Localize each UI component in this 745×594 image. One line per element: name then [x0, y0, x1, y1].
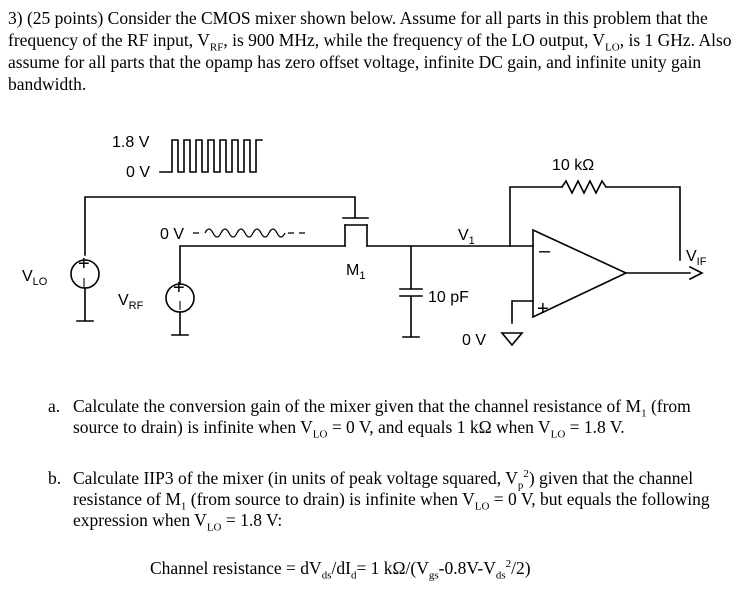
- lo-plus-sign: +: [78, 253, 90, 275]
- rf-subscript: RF: [209, 41, 224, 54]
- ground-label: 0 V: [462, 332, 486, 349]
- capacitor-label: 10 pF: [428, 289, 469, 306]
- feedback-wire: [509, 186, 681, 261]
- problem-statement: 3) (25 points) Consider the CMOS mixer s…: [8, 7, 738, 95]
- resistor-10k: [560, 179, 608, 195]
- vif-label: VIF: [686, 248, 707, 268]
- capacitor: [399, 245, 423, 338]
- opamp-minus-sign: –: [539, 240, 551, 262]
- vif-arrow: [688, 265, 704, 281]
- lo-clock-waveform: [159, 139, 263, 173]
- rf-plus-sign: +: [173, 277, 185, 299]
- part-b: b. Calculate IIP3 of the mixer (in units…: [48, 468, 728, 534]
- part-a: a. Calculate the conversion gain of the …: [48, 396, 728, 441]
- lo-gate-wire: [84, 196, 356, 256]
- clock-high-label: 1.8 V: [112, 134, 150, 151]
- v1-label: V1: [458, 227, 475, 247]
- vrf-label: VRF: [118, 292, 144, 312]
- opamp-plus-input: [511, 300, 534, 324]
- rf-waveform: [204, 228, 286, 238]
- part-b-letter: b.: [48, 468, 62, 488]
- ground-triangle: [500, 332, 524, 347]
- vlo-label: VLO: [22, 268, 48, 288]
- rf-zero-label: 0 V: [160, 226, 184, 243]
- part-b-text: Calculate IIP3 of the mixer (in units of…: [73, 468, 710, 534]
- problem-text-mid1: , is 900 MHz, while the frequency of the…: [223, 30, 606, 50]
- m1-label: M1: [346, 262, 365, 282]
- problem-number: 3): [8, 8, 23, 28]
- channel-resistance-formula: Channel resistance = dVds/dId= 1 kΩ/(Vgs…: [150, 558, 531, 582]
- opamp: [532, 228, 628, 319]
- rf-minus-sign: –: [172, 301, 189, 310]
- part-a-text: Calculate the conversion gain of the mix…: [73, 396, 691, 441]
- resistor-label: 10 kΩ: [552, 157, 594, 174]
- m1-terminals: [344, 224, 368, 247]
- problem-text-mid2: , is 1 GHz. Also assume for all parts th…: [8, 30, 732, 94]
- problem-intro: Consider the CMOS mixer shown below. Ass…: [8, 8, 708, 50]
- opamp-plus-sign: +: [537, 298, 549, 320]
- problem-points: (25 points): [26, 8, 104, 28]
- lo-subscript: LO: [605, 41, 620, 54]
- cmos-mixer-schematic: + – + – + – 1.8 V 0 V 0 V 10 kΩ VLO VRF …: [22, 134, 707, 349]
- part-a-letter: a.: [48, 396, 61, 416]
- clock-low-label: 0 V: [126, 164, 150, 181]
- lo-minus-sign: –: [76, 278, 93, 287]
